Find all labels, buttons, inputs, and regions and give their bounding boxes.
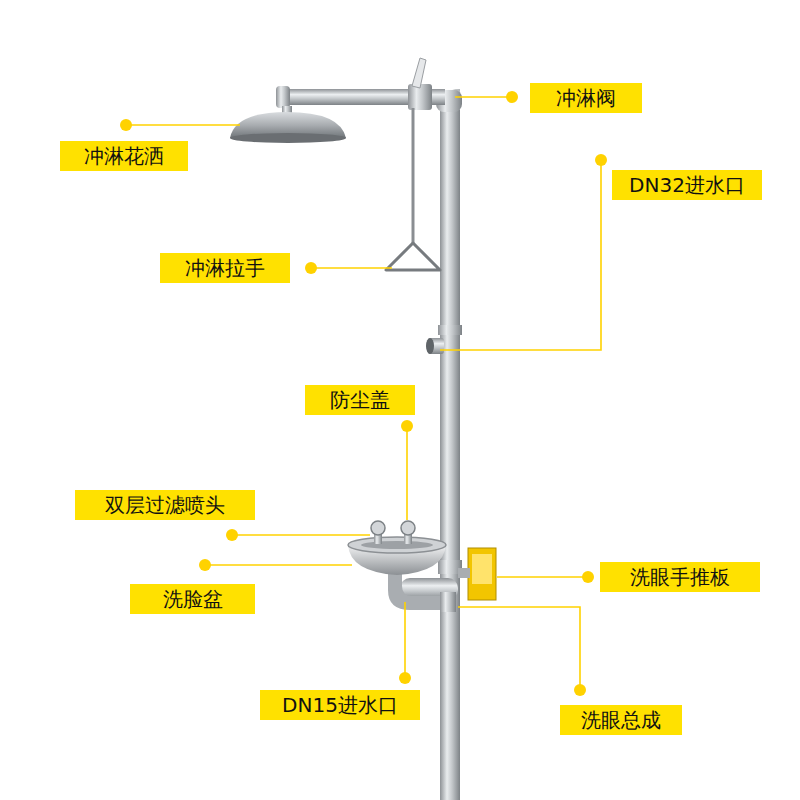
eyewash-valve <box>440 592 456 612</box>
callout-label: 洗脸盆 <box>130 584 255 614</box>
leader-line <box>406 426 408 520</box>
showerhead-rim <box>230 133 346 143</box>
leader-dot <box>199 559 211 571</box>
leader-dot <box>399 672 411 684</box>
leader-line <box>458 607 580 690</box>
leader-line <box>311 267 392 269</box>
leader-line <box>232 534 370 536</box>
callout-label: 冲淋阀 <box>530 83 642 113</box>
callout-label: 冲淋花洒 <box>60 141 188 171</box>
label-text: DN32进水口 <box>629 175 745 195</box>
callout-label: 防尘盖 <box>305 385 415 415</box>
leader-dot <box>595 154 607 166</box>
label-text: 冲淋拉手 <box>185 258 265 278</box>
leader-line <box>497 576 588 578</box>
label-text: 冲淋阀 <box>556 88 616 108</box>
leader-dot <box>506 91 518 103</box>
arm-end <box>276 86 290 108</box>
leader-line <box>440 160 601 350</box>
basin-inside <box>361 541 433 549</box>
push-plate-stem <box>458 568 470 578</box>
push-plate-face <box>472 554 492 584</box>
leader-dot <box>226 529 238 541</box>
pull-handle <box>386 243 440 270</box>
leader-line <box>455 96 510 98</box>
dust-cap <box>401 521 415 535</box>
leader-lines <box>120 91 607 696</box>
leader-dot <box>574 684 586 696</box>
callout-label: DN32进水口 <box>612 170 762 200</box>
callout-label: 洗眼手推板 <box>600 562 760 592</box>
leader-dot <box>120 119 132 131</box>
valve-lever <box>412 58 426 88</box>
pull-rod <box>412 108 415 243</box>
callout-label: DN15进水口 <box>260 690 420 720</box>
basin-rim <box>348 537 446 553</box>
label-text: 洗眼手推板 <box>630 567 730 587</box>
callout-label: 洗眼总成 <box>560 705 682 735</box>
label-text: 洗脸盆 <box>163 589 223 609</box>
label-text: 双层过滤喷头 <box>105 495 225 515</box>
pipe-joint <box>438 325 462 335</box>
callout-label: 冲淋拉手 <box>160 253 290 283</box>
push-plate <box>468 548 496 600</box>
callout-label: 双层过滤喷头 <box>75 490 255 520</box>
inlet-opening <box>426 338 434 354</box>
leader-dot <box>305 262 317 274</box>
leader-dot <box>582 571 594 583</box>
leader-line <box>126 124 240 126</box>
leader-line <box>404 602 406 676</box>
dust-cap <box>371 521 385 535</box>
leader-line <box>205 564 352 566</box>
label-text: 冲淋花洒 <box>84 146 164 166</box>
label-text: DN15进水口 <box>282 695 398 715</box>
main-pipe <box>440 100 460 800</box>
leader-dot <box>401 420 413 432</box>
label-text: 洗眼总成 <box>581 710 661 730</box>
label-text: 防尘盖 <box>330 390 390 410</box>
